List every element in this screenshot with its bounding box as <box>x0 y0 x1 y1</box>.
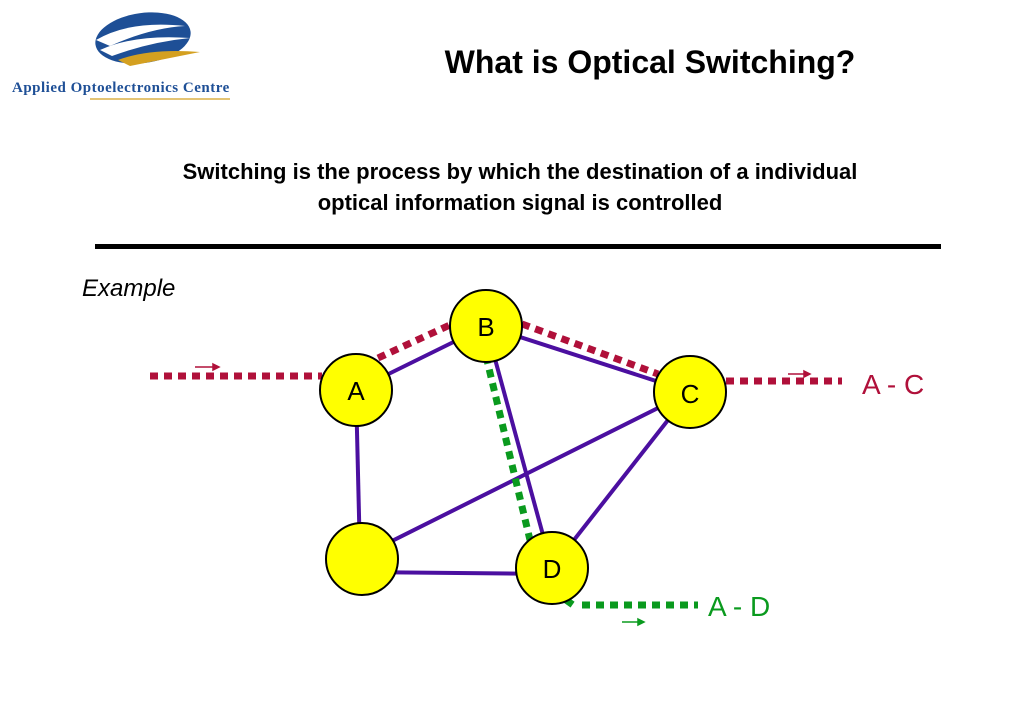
logo-emblem: Applied Optoelectronics Centre <box>12 12 230 100</box>
node-d-label: D <box>543 554 562 584</box>
route-a-c-segment-ab <box>376 320 454 362</box>
arrow-output-c-icon <box>788 369 812 379</box>
logo: Applied Optoelectronics Centre <box>0 0 300 110</box>
definition-text: Switching is the process by which the de… <box>60 156 980 218</box>
route-a-d-segment-bd <box>482 355 534 541</box>
direction-arrows <box>195 362 812 627</box>
example-label: Example <box>82 275 176 302</box>
link-c-e <box>359 390 691 559</box>
definition-line-2: optical information signal is controlled <box>317 190 723 215</box>
route-label-a-d: A - D <box>708 591 770 622</box>
page-title: What is Optical Switching? <box>444 44 856 80</box>
node-labels: B A C D <box>347 312 699 584</box>
link-b-d <box>484 325 554 569</box>
divider <box>95 244 941 249</box>
node-c <box>653 355 727 429</box>
node-b-label: B <box>477 312 494 342</box>
arrow-input-icon <box>195 362 221 372</box>
link-c-d <box>550 390 692 570</box>
nodes <box>319 289 727 605</box>
node-a <box>319 353 393 427</box>
node-a-label: A <box>347 376 365 406</box>
node-d <box>515 531 589 605</box>
route-a-c-segment-bc <box>520 320 660 378</box>
route-label-a-c: A - C <box>862 369 924 400</box>
definition-line-1: Switching is the process by which the de… <box>182 159 858 184</box>
node-b <box>449 289 523 363</box>
links <box>354 324 692 576</box>
arrow-output-d-icon <box>622 617 646 627</box>
route-a-c <box>150 320 842 385</box>
node-c-label: C <box>681 379 700 409</box>
logo-text: Applied Optoelectronics Centre <box>12 80 230 96</box>
node-unlabeled <box>325 522 399 596</box>
